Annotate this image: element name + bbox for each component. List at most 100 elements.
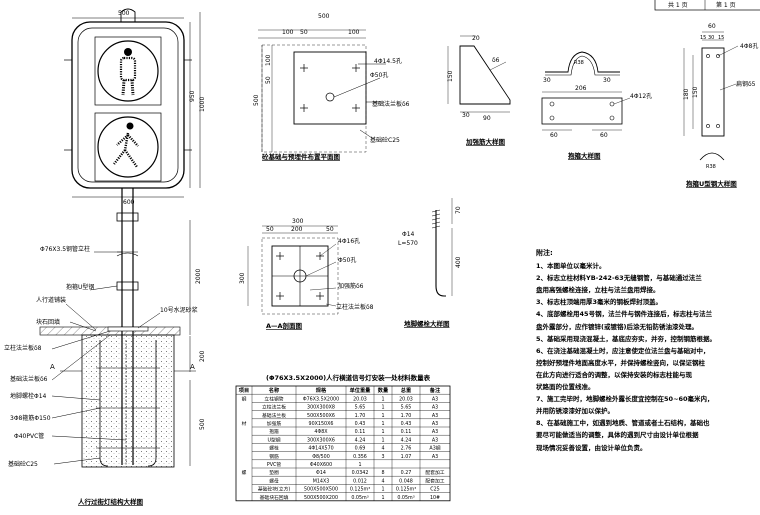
table-cell: 500X500X200 [304, 495, 338, 501]
table-cell: A3 [432, 413, 438, 419]
table-cell: 钢 [242, 395, 247, 402]
table-cell: 500X500X500 [304, 487, 338, 493]
plan1-dim-100b: 100 [348, 29, 360, 36]
table-cell: A3 [432, 454, 438, 460]
note-line: 盘用高强螺栓连接，立柱与法兰盘用焊接。 [536, 286, 660, 295]
note-line: 4、底部螺栓用45号钢，法兰件与钢件连接后，标志柱与法兰 [536, 310, 713, 319]
table-cell: 4.24 [355, 437, 366, 443]
table-cell: 钢筋 [269, 453, 279, 460]
note-line: 在此方向进行适合的调整，以保持安装的标志柱能与现 [536, 370, 692, 379]
gusset-dim-30: 30 [462, 112, 470, 119]
gusset-dim-90: 90 [483, 115, 491, 122]
label-fill: 块石回填 [36, 318, 60, 326]
table-cell: 0.012 [353, 478, 367, 484]
label-sidewalk: 人行道铺装 [36, 296, 66, 304]
table-cell: Φ14 [316, 470, 326, 476]
table-cell: 1 [381, 495, 384, 501]
table-cell: 1 [381, 429, 384, 435]
pole-leaders [51, 251, 161, 465]
ubracket-dim-30: 30 [708, 35, 714, 41]
dim-1000: 1000 [199, 97, 206, 112]
plan2-dim-300v: 300 [239, 272, 246, 284]
ubracket-radius: R38 [706, 164, 716, 170]
label-pole: Φ76X3.5钢管立柱 [40, 245, 90, 253]
anchor-dim-400: 400 [455, 256, 462, 268]
table-cell: 90X150X6 [309, 421, 334, 427]
plan2-title: A—A剖面图 [266, 321, 303, 330]
label-plate: 立柱法兰板δ8 [4, 344, 42, 352]
plan1-label-center: Φ50孔 [370, 71, 388, 79]
table-header-cell: 规格 [316, 386, 327, 394]
label-bolt: 地脚螺栓Φ14 [10, 392, 47, 400]
dim-950: 950 [189, 90, 196, 102]
table-cell: 配套加工 [425, 469, 444, 476]
ubracket-dim-180: 180 [683, 88, 690, 100]
note-line: 并用防锈漆漆好加以保护。 [536, 407, 614, 416]
table-cell: 500X500X6 [307, 413, 335, 419]
table-cell: 0.125m³ [396, 487, 416, 493]
table-cell: 基础法兰板 [262, 412, 286, 419]
plan-300 [247, 225, 339, 315]
ubracket-title: 抱箍U型钢大样图 [686, 179, 737, 188]
plan2-label-plate: 立柱法兰板δ8 [336, 303, 374, 311]
table-cell: 0.05m³ [397, 495, 414, 501]
gusset-detail [447, 35, 511, 113]
title-block: 共 1 页 第 1 页 [654, 0, 760, 11]
table-cell: 300X300X8 [307, 405, 335, 411]
table-header-cell: 备注 [429, 386, 441, 394]
table-cell: 基础砼块(立方) [258, 486, 291, 493]
table-cell: 0.27 [401, 470, 412, 476]
ubracket-detail [683, 31, 739, 161]
plan1-dim-v100: 100 [265, 54, 272, 66]
table-cell: 0.048 [399, 478, 413, 484]
title-block-left: 共 1 页 [668, 1, 688, 9]
label-found-plate: 基础法兰板δ6 [10, 375, 48, 383]
table-cell: 0.125m³ [350, 487, 370, 493]
table-cell: 8 [381, 470, 384, 476]
ubracket-dim-15: 15 [700, 35, 706, 41]
section-mark-right: A [190, 363, 195, 371]
table-cell: 1 [381, 405, 384, 411]
plan1-dim-50: 50 [300, 29, 308, 36]
table-cell: 20.03 [353, 396, 367, 402]
clamp-dim-60b: 60 [600, 132, 608, 139]
table-cell: 0.05m³ [351, 495, 368, 501]
note-line: 要尽可能做适当的调整，具体的遇到尺寸由设计单位根据 [536, 431, 699, 440]
section-mark-left: A [50, 363, 55, 371]
clamp-radius: R38 [574, 60, 584, 66]
gusset-dim-20: 20 [472, 35, 480, 42]
table-cell: 抱箍 [269, 428, 279, 435]
table-cell: A3 [432, 396, 438, 402]
table-cell: M14X3 [313, 478, 330, 484]
table-cell: 螺母 [269, 477, 279, 484]
table-cell: 0.11 [355, 429, 366, 435]
dim-500-top: 500 [118, 10, 130, 17]
anchor-bolt-detail [431, 198, 453, 297]
plan2-label-center: Φ50孔 [338, 256, 356, 264]
note-line: 盘外露部分，应作镀锌(或镀铬)后涂无铅防锈油漆处理。 [536, 322, 698, 331]
note-line: 状路面的位置线准。 [536, 383, 595, 392]
label-bracket: 抱箍U型钢 [66, 283, 94, 291]
pedestrian-stop-icon [119, 48, 137, 96]
note-line: 6、在浇注基础混凝土时，应注意使定位法兰盘与基础对中， [536, 346, 710, 355]
plan1-dim-500v: 500 [253, 94, 260, 106]
note-line: 7、施工完毕时，地脚螺栓外露长度宜控制在50~60毫米内， [536, 395, 714, 404]
pedestrian-walk-icon [113, 122, 139, 168]
table-cell: 加强筋 [267, 420, 282, 427]
table-cell: 1 [358, 462, 361, 468]
plan2-label-hole: 4Φ16孔 [338, 237, 360, 245]
table-cell: C25 [430, 487, 439, 493]
signal-dims [72, 12, 201, 335]
table-cell: 1.07 [401, 454, 412, 460]
table-cell: 4 [381, 446, 384, 452]
clamp-title: 抱箍大样图 [568, 151, 601, 160]
table-cell: 0.43 [401, 421, 412, 427]
table-cell: 2.76 [401, 446, 412, 452]
plan2-label-gusset: 加强筋δ6 [338, 282, 364, 290]
table-cell: 1 [381, 421, 384, 427]
note-line: 8、在基础施工中，如遇到地质、管道或者土石结构，基础也 [536, 419, 710, 428]
table-cell: A3 [432, 405, 438, 411]
table-cell: 材 [242, 420, 247, 427]
anchor-len: L=570 [398, 240, 418, 247]
ubracket-dim-150: 150 [692, 86, 699, 98]
